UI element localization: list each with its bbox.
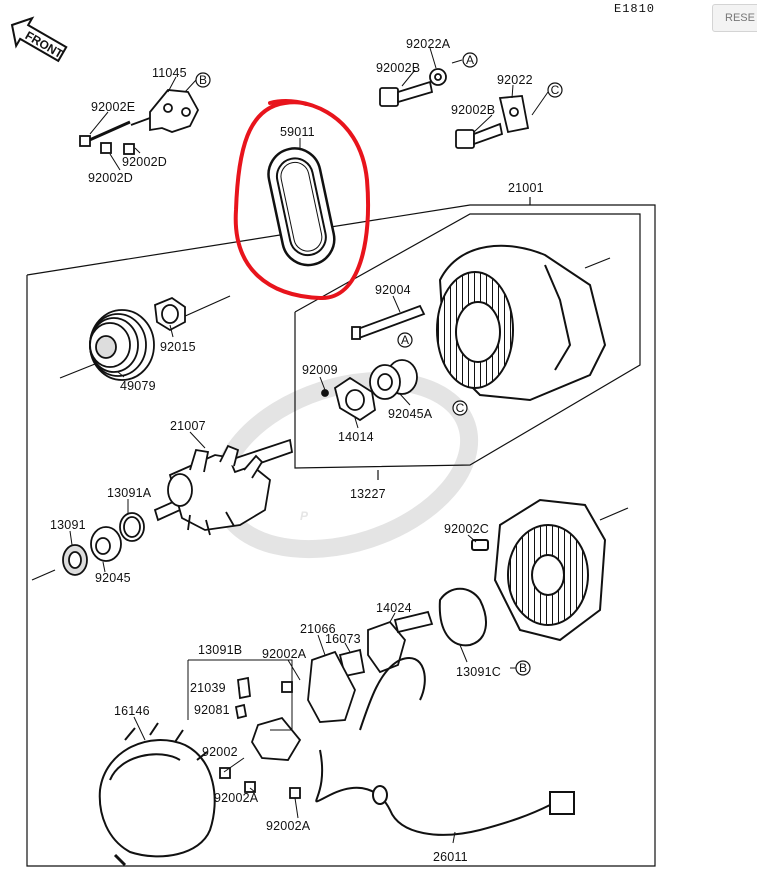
svg-text:C: C bbox=[551, 83, 560, 97]
label-13091: 13091 bbox=[50, 518, 86, 532]
bolt-92004 bbox=[351, 304, 426, 340]
label-92002: 92002 bbox=[202, 745, 238, 759]
cover-16146 bbox=[98, 722, 216, 867]
label-13091B: 13091B bbox=[198, 643, 242, 657]
callout-A-2: A bbox=[397, 332, 413, 348]
label-92022A: 92022A bbox=[406, 37, 451, 51]
svg-text:C: C bbox=[456, 401, 465, 415]
label-92015: 92015 bbox=[160, 340, 196, 354]
belt-59011 bbox=[267, 147, 336, 267]
label-59011: 59011 bbox=[280, 125, 315, 139]
svg-text:A: A bbox=[466, 53, 474, 67]
leader-lines bbox=[69, 47, 549, 844]
label-92045: 92045 bbox=[95, 571, 131, 585]
bearings-left bbox=[62, 512, 145, 576]
bearing-92045A bbox=[369, 359, 418, 400]
part-labels: 11045 92002E 92002D 92002D 59011 92022A … bbox=[50, 37, 544, 864]
pulley-49079 bbox=[89, 296, 186, 381]
label-92002D-1: 92002D bbox=[122, 155, 167, 169]
front-housing bbox=[438, 498, 607, 647]
bracket-11045 bbox=[79, 89, 200, 155]
page-code: E1810 bbox=[614, 2, 656, 16]
regulator-assembly bbox=[219, 610, 434, 799]
label-21001: 21001 bbox=[508, 181, 544, 195]
callout-B-1: B bbox=[195, 72, 211, 88]
label-92002E: 92002E bbox=[91, 100, 135, 114]
reset-button[interactable]: RESE bbox=[712, 4, 757, 32]
label-13091C: 13091C bbox=[456, 665, 501, 679]
label-13091A: 13091A bbox=[107, 486, 152, 500]
svg-text:P: P bbox=[300, 509, 309, 523]
label-92045A: 92045A bbox=[388, 407, 433, 421]
highlight-circle bbox=[233, 99, 371, 301]
svg-text:A: A bbox=[401, 333, 409, 347]
label-13227: 13227 bbox=[350, 487, 386, 501]
label-92081: 92081 bbox=[194, 703, 230, 717]
gasket-14014 bbox=[321, 376, 376, 422]
label-92022: 92022 bbox=[497, 73, 533, 87]
callout-C-1: C bbox=[547, 82, 563, 98]
label-92002B-2: 92002B bbox=[451, 103, 495, 117]
label-92002A-3: 92002A bbox=[266, 819, 311, 833]
rotor-21007 bbox=[153, 438, 294, 536]
label-14024: 14024 bbox=[376, 601, 412, 615]
callout-A-1: A bbox=[462, 52, 478, 68]
svg-text:B: B bbox=[199, 73, 207, 87]
label-92009: 92009 bbox=[302, 363, 338, 377]
label-21066: 21066 bbox=[300, 622, 336, 636]
label-92004: 92004 bbox=[375, 283, 411, 297]
svg-text:B: B bbox=[519, 661, 527, 675]
label-92002B-1: 92002B bbox=[376, 61, 420, 75]
assembly-outline bbox=[26, 197, 656, 867]
housing-21001 bbox=[436, 244, 607, 402]
label-16073: 16073 bbox=[325, 632, 361, 646]
label-21007: 21007 bbox=[170, 419, 206, 433]
callout-B-2: B bbox=[515, 660, 531, 676]
label-21039: 21039 bbox=[190, 681, 226, 695]
label-26011: 26011 bbox=[433, 850, 468, 864]
label-16146: 16146 bbox=[114, 704, 150, 718]
label-92002D-2: 92002D bbox=[88, 171, 133, 185]
label-49079: 49079 bbox=[120, 379, 156, 393]
label-92002A-2: 92002A bbox=[214, 791, 259, 805]
wire-harness-26011 bbox=[315, 657, 575, 836]
label-11045: 11045 bbox=[152, 66, 187, 80]
label-14014: 14014 bbox=[338, 430, 374, 444]
label-92002A-1: 92002A bbox=[262, 647, 307, 661]
callout-C-2: C bbox=[452, 400, 468, 416]
bolts-92002B bbox=[379, 68, 530, 149]
label-92002C: 92002C bbox=[444, 522, 489, 536]
front-arrow-icon: FRONT bbox=[10, 16, 68, 63]
